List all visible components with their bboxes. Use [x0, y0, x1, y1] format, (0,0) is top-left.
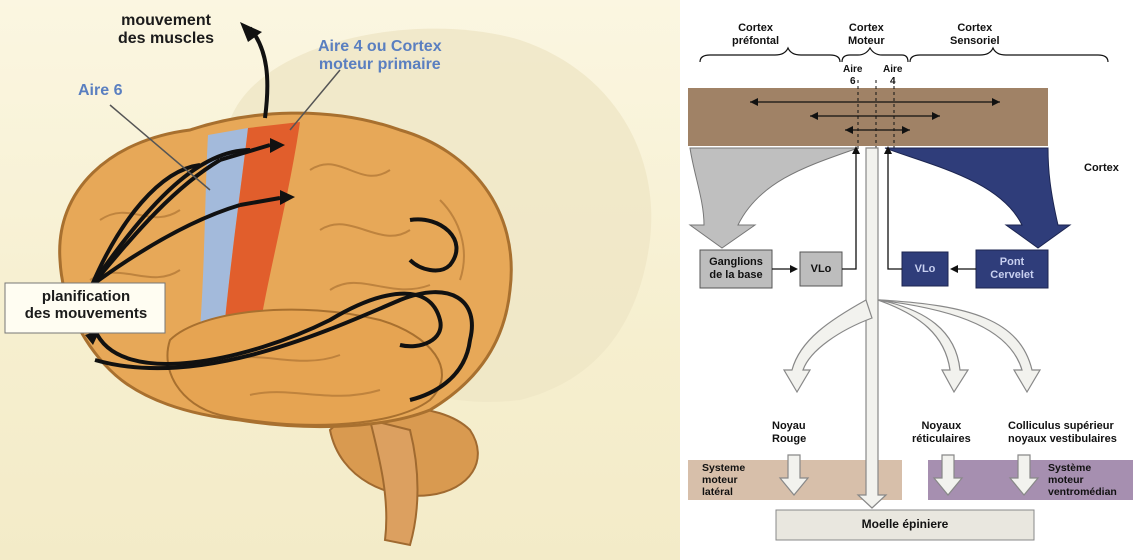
label-aire-4-small: Aire 4: [883, 64, 902, 87]
label-systeme-ventromedian: Système moteur ventromédian: [1048, 462, 1117, 498]
label-aire-6: Aire 6: [78, 82, 122, 100]
label-cortex: Cortex: [1084, 162, 1119, 175]
header-cortex-moteur: Cortex Moteur: [848, 22, 885, 47]
label-colliculus: Colliculus supérieur noyaux vestibulaire…: [1008, 420, 1117, 445]
vlo-right-label: VLo: [902, 252, 948, 286]
label-mouvement-des-muscles: mouvement des muscles: [118, 12, 214, 47]
cortex-band: [688, 88, 1048, 146]
vlo-left-label: VLo: [800, 252, 842, 286]
temporal-lobe: [167, 310, 442, 425]
label-systeme-lateral: Systeme moteur latéral: [702, 462, 745, 498]
label-noyaux-reticulaires: Noyaux réticulaires: [912, 420, 971, 445]
label-moelle-epiniere: Moelle épiniere: [776, 510, 1034, 540]
label-planification: planification des mouvements: [8, 289, 164, 322]
motor-system-diagram-panel: Cortex préfontal Cortex Moteur Cortex Se…: [680, 0, 1139, 560]
header-braces: [700, 48, 1108, 62]
header-cortex-prefrontal: Cortex préfontal: [732, 22, 779, 47]
ganglions-label: Ganglions de la base: [700, 250, 772, 288]
pont-cervelet-label: Pont Cervelet: [976, 250, 1048, 288]
brain-illustration-panel: mouvement des muscles Aire 4 ou Cortex m…: [0, 0, 680, 560]
descending-arrows: [780, 148, 1040, 508]
navy-fan-arrow: [885, 148, 1070, 248]
grey-fan-arrow: [690, 148, 858, 248]
label-aire-6-small: Aire 6: [843, 64, 862, 87]
header-cortex-sensoriel: Cortex Sensoriel: [950, 22, 1000, 47]
label-noyau-rouge: Noyau Rouge: [772, 420, 806, 445]
label-aire-4: Aire 4 ou Cortex moteur primaire: [318, 38, 442, 73]
